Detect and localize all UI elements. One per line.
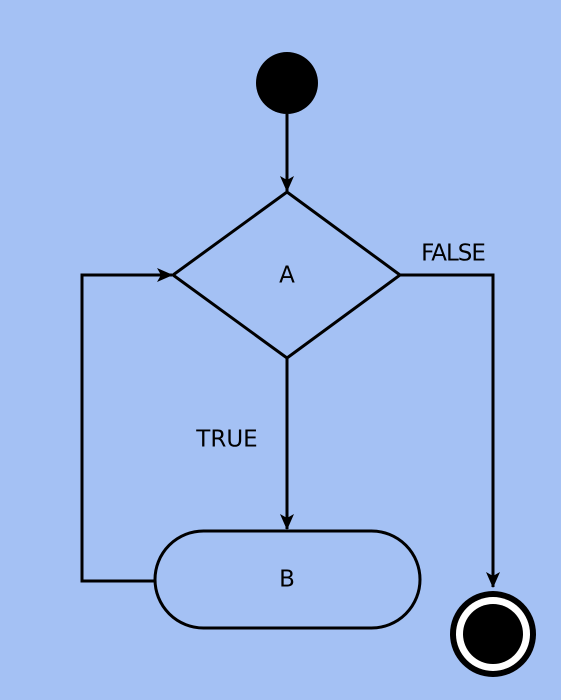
initial-node [256,52,318,114]
edge-label-true: TRUE [195,427,257,453]
edge-decision-to-end [400,273,500,588]
edge-label-false: FALSE [421,241,485,267]
action-node-b [153,529,422,630]
decision-label-a: A [279,263,295,289]
final-node-inner [463,604,523,664]
action-label-b: B [279,567,295,593]
edge-action-to-decision [80,268,173,583]
